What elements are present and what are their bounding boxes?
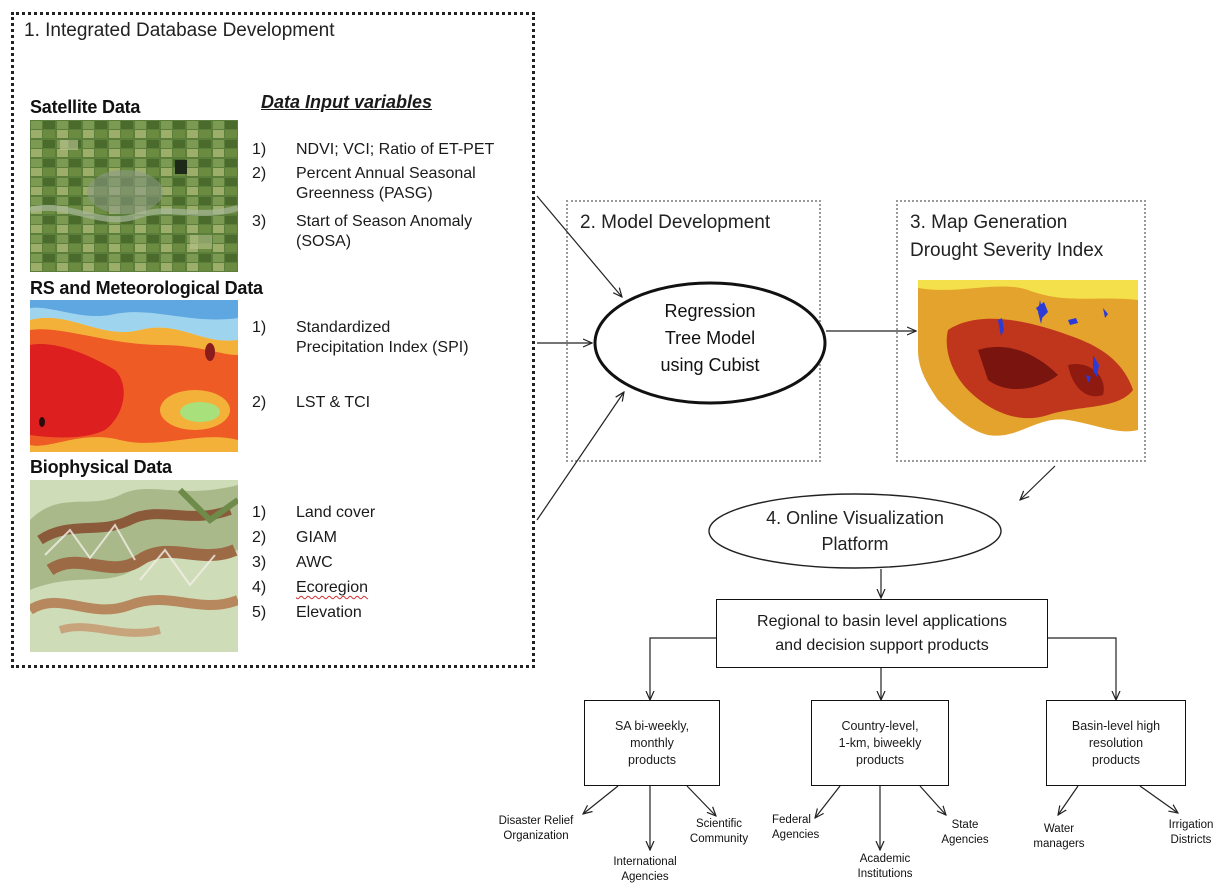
drought-severity-map <box>918 280 1138 450</box>
integrated-database-panel <box>11 12 535 668</box>
arrow-sa-to-disaster <box>583 785 619 814</box>
meteorological-data-heading: RS and Meteorological Data <box>30 278 263 298</box>
product-box-sa: SA bi-weekly, monthly products <box>584 700 720 786</box>
arrow-apps-to-sa <box>650 637 725 700</box>
applications-box: Regional to basin level applications and… <box>716 599 1048 668</box>
product-box-country: Country-level, 1-km, biweekly products <box>811 700 949 786</box>
satellite-image <box>30 120 238 272</box>
ecoregion-label: Ecoregion <box>296 579 369 596</box>
regression-model-ellipse <box>593 281 827 405</box>
regression-model-label: Regression Tree Model using Cubist <box>660 301 760 375</box>
biophysical-data-heading: Biophysical Data <box>30 457 172 477</box>
product-box-basin: Basin-level high resolution products <box>1046 700 1186 786</box>
arrow-bio-to-model <box>536 392 624 521</box>
arrow-sa-to-scientific <box>686 785 716 816</box>
biophysical-image <box>30 480 238 652</box>
arrow-country-to-state <box>919 785 946 815</box>
arrow-map-to-platform <box>1020 465 1056 500</box>
online-visualization-label: 4. Online Visualization Platform <box>766 508 944 554</box>
satellite-data-heading: Satellite Data <box>30 97 141 117</box>
arrow-basin-to-water <box>1058 785 1079 815</box>
arrow-satellite-to-model <box>536 195 622 297</box>
section2-title: 2. Model Development <box>580 212 771 233</box>
online-visualization-ellipse <box>708 493 1002 569</box>
section1-title: 1. Integrated Database Development <box>24 20 335 41</box>
meteorological-image <box>30 300 238 452</box>
arrow-basin-to-irrigation <box>1139 785 1178 813</box>
section3-title: 3. Map Generation <box>910 212 1068 233</box>
arrow-apps-to-basin <box>1048 637 1116 700</box>
arrow-country-to-federal <box>815 785 841 818</box>
data-input-variables-heading: Data Input variables <box>261 92 433 112</box>
section3-subtitle: Drought Severity Index <box>910 240 1104 261</box>
